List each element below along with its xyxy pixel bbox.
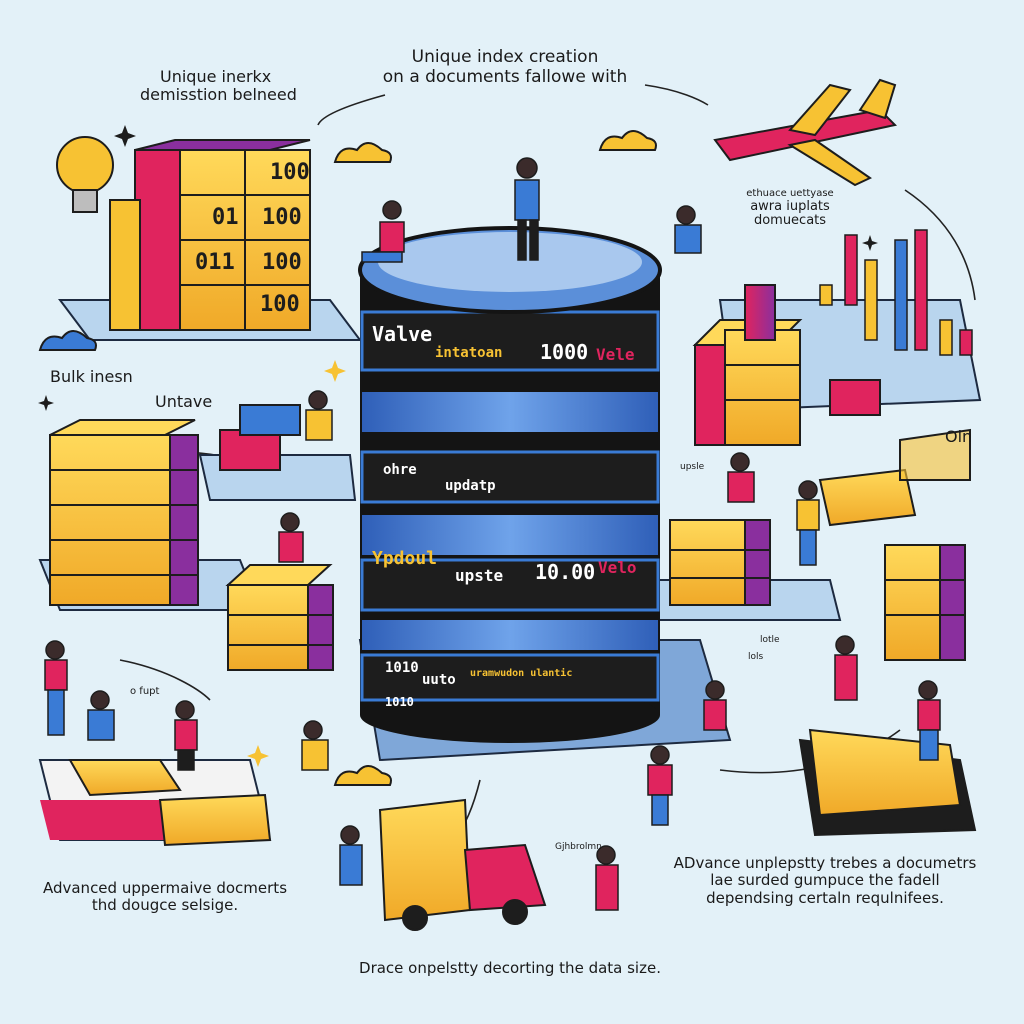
cylinder-label-10-00: 10.00 (535, 560, 596, 584)
caption-small-lols: lols (748, 652, 764, 662)
caption-top-center-line1: Unique index creation (411, 47, 599, 67)
data-cube-stack-left (49, 419, 199, 606)
person-bottom-left-c (174, 700, 198, 771)
person-near-truck (339, 825, 363, 886)
person-bottom-right-a (703, 680, 727, 731)
caption-bottom-left-line1: Advanced uppermaive docmerts (42, 879, 288, 897)
person-mid-left (305, 390, 333, 441)
document-trays (68, 428, 977, 847)
caption-top-left-line1: Unique inerkx (160, 67, 272, 86)
cylinder-label-1010-b: 1010 (385, 695, 414, 709)
cylinder-label-ohre: ohre (383, 462, 417, 478)
people-figures (44, 157, 941, 911)
caption-left-mid-1: Bulk inesn (50, 367, 133, 386)
caption-bottom-right-line1: ADvance unplepstty trebes a documetrs (673, 854, 977, 872)
person-standing-right (796, 480, 820, 566)
caption-bottom-right-line3: dependsing certaln requlnifees. (706, 888, 944, 907)
cylinder-label-intatoan: intatoan (435, 345, 503, 361)
cylinder-label-uuto: uuto (422, 672, 456, 688)
cylinder-label-velo: Velo (598, 558, 637, 577)
person-on-cylinder (514, 157, 540, 261)
database-cylinder (358, 226, 662, 743)
cylinder-label-updatp: updatp (445, 478, 496, 494)
person-right-mid (727, 452, 755, 503)
caption-right-upper: ethuace uettyase awra iuplats domuecats (730, 188, 850, 229)
caption-bottom-left: Advanced uppermaive docmerts thd dougce … (15, 879, 315, 915)
caption-bottom-right: ADvance unplepstty trebes a documetrs la… (640, 854, 1010, 907)
caption-right-upper-line3: domuecats (753, 213, 827, 229)
stack-label-01: 01 (212, 205, 239, 230)
lightbulb-icon (56, 136, 114, 213)
cylinder-label-uramwudon: uramwudon ulantic (470, 668, 573, 679)
delivery-truck-graphic (378, 798, 547, 931)
caption-right-upper-line1: ethuace uettyase (746, 188, 834, 199)
caption-top-center-line2: on a documents fallowe with (382, 66, 628, 87)
caption-top-left: Unique inerkx demisstion belneed (140, 67, 297, 105)
caption-top-center: Unique index creation on a documents fal… (380, 47, 630, 87)
sparkle-icons (38, 125, 878, 767)
person-bottom-right-b (834, 635, 858, 701)
arrow-top-right (644, 84, 709, 106)
cylinder-label-1010-a: 1010 (385, 660, 419, 676)
stack-label-100-row4: 100 (260, 292, 300, 317)
data-cube-stack-top-left (109, 139, 311, 331)
caption-small-upsle: upsle (680, 462, 705, 472)
person-bottom-right-c (917, 680, 941, 761)
arrow-top-left (317, 94, 386, 126)
stack-label-100-row1: 100 (270, 160, 310, 185)
caption-bottom-left-line2: thd dougce selsige. (91, 896, 239, 915)
cylinder-label-ypdoul: Ypdoul (372, 548, 438, 569)
person-right-top (674, 205, 702, 254)
data-cube-stack-right (669, 284, 966, 661)
cylinder-label-1000: 1000 (540, 340, 589, 364)
person-bottom-right-e (595, 845, 619, 911)
cylinder-label-vele: Vele (596, 345, 635, 364)
cylinder-label-upste: upste (455, 566, 504, 585)
person-bottom-center (301, 720, 329, 771)
data-cube-stack-center-left (219, 404, 334, 671)
caption-left-mid-2: Untave (155, 392, 213, 411)
person-bottom-left-a (44, 640, 68, 736)
stack-label-100-row2: 100 (262, 205, 302, 230)
person-bottom-left-b (87, 690, 115, 741)
cloud-icons (38, 130, 657, 786)
caption-bottom-center: Drace onpelstty decorting the data size. (359, 959, 661, 977)
caption-small-ofuph: o fupt (130, 686, 160, 697)
caption-small-ghrbroimn: Gjhbrolmn (555, 842, 602, 852)
caption-small-lotle: lotle (760, 635, 780, 645)
person-left-low (278, 512, 304, 563)
person-bottom-right-d (647, 745, 673, 826)
caption-bottom-right-line2: lae surded gumpuce the fadell (710, 871, 940, 890)
caption-right-upper-line2: awra iuplats (750, 198, 830, 214)
airplane-graphic (713, 78, 898, 187)
stack-label-100-row3: 100 (262, 250, 302, 275)
arrow-left-bottom (119, 659, 211, 701)
person-laptop-top (361, 200, 405, 263)
caption-top-left-line2: demisstion belneed (140, 85, 297, 105)
arrow-right-down (904, 189, 976, 301)
caption-right-mid: Oln (945, 427, 973, 446)
cylinder-label-valve: Valve (372, 322, 433, 346)
stack-label-011: 011 (195, 250, 235, 275)
bar-graphic (819, 229, 973, 356)
